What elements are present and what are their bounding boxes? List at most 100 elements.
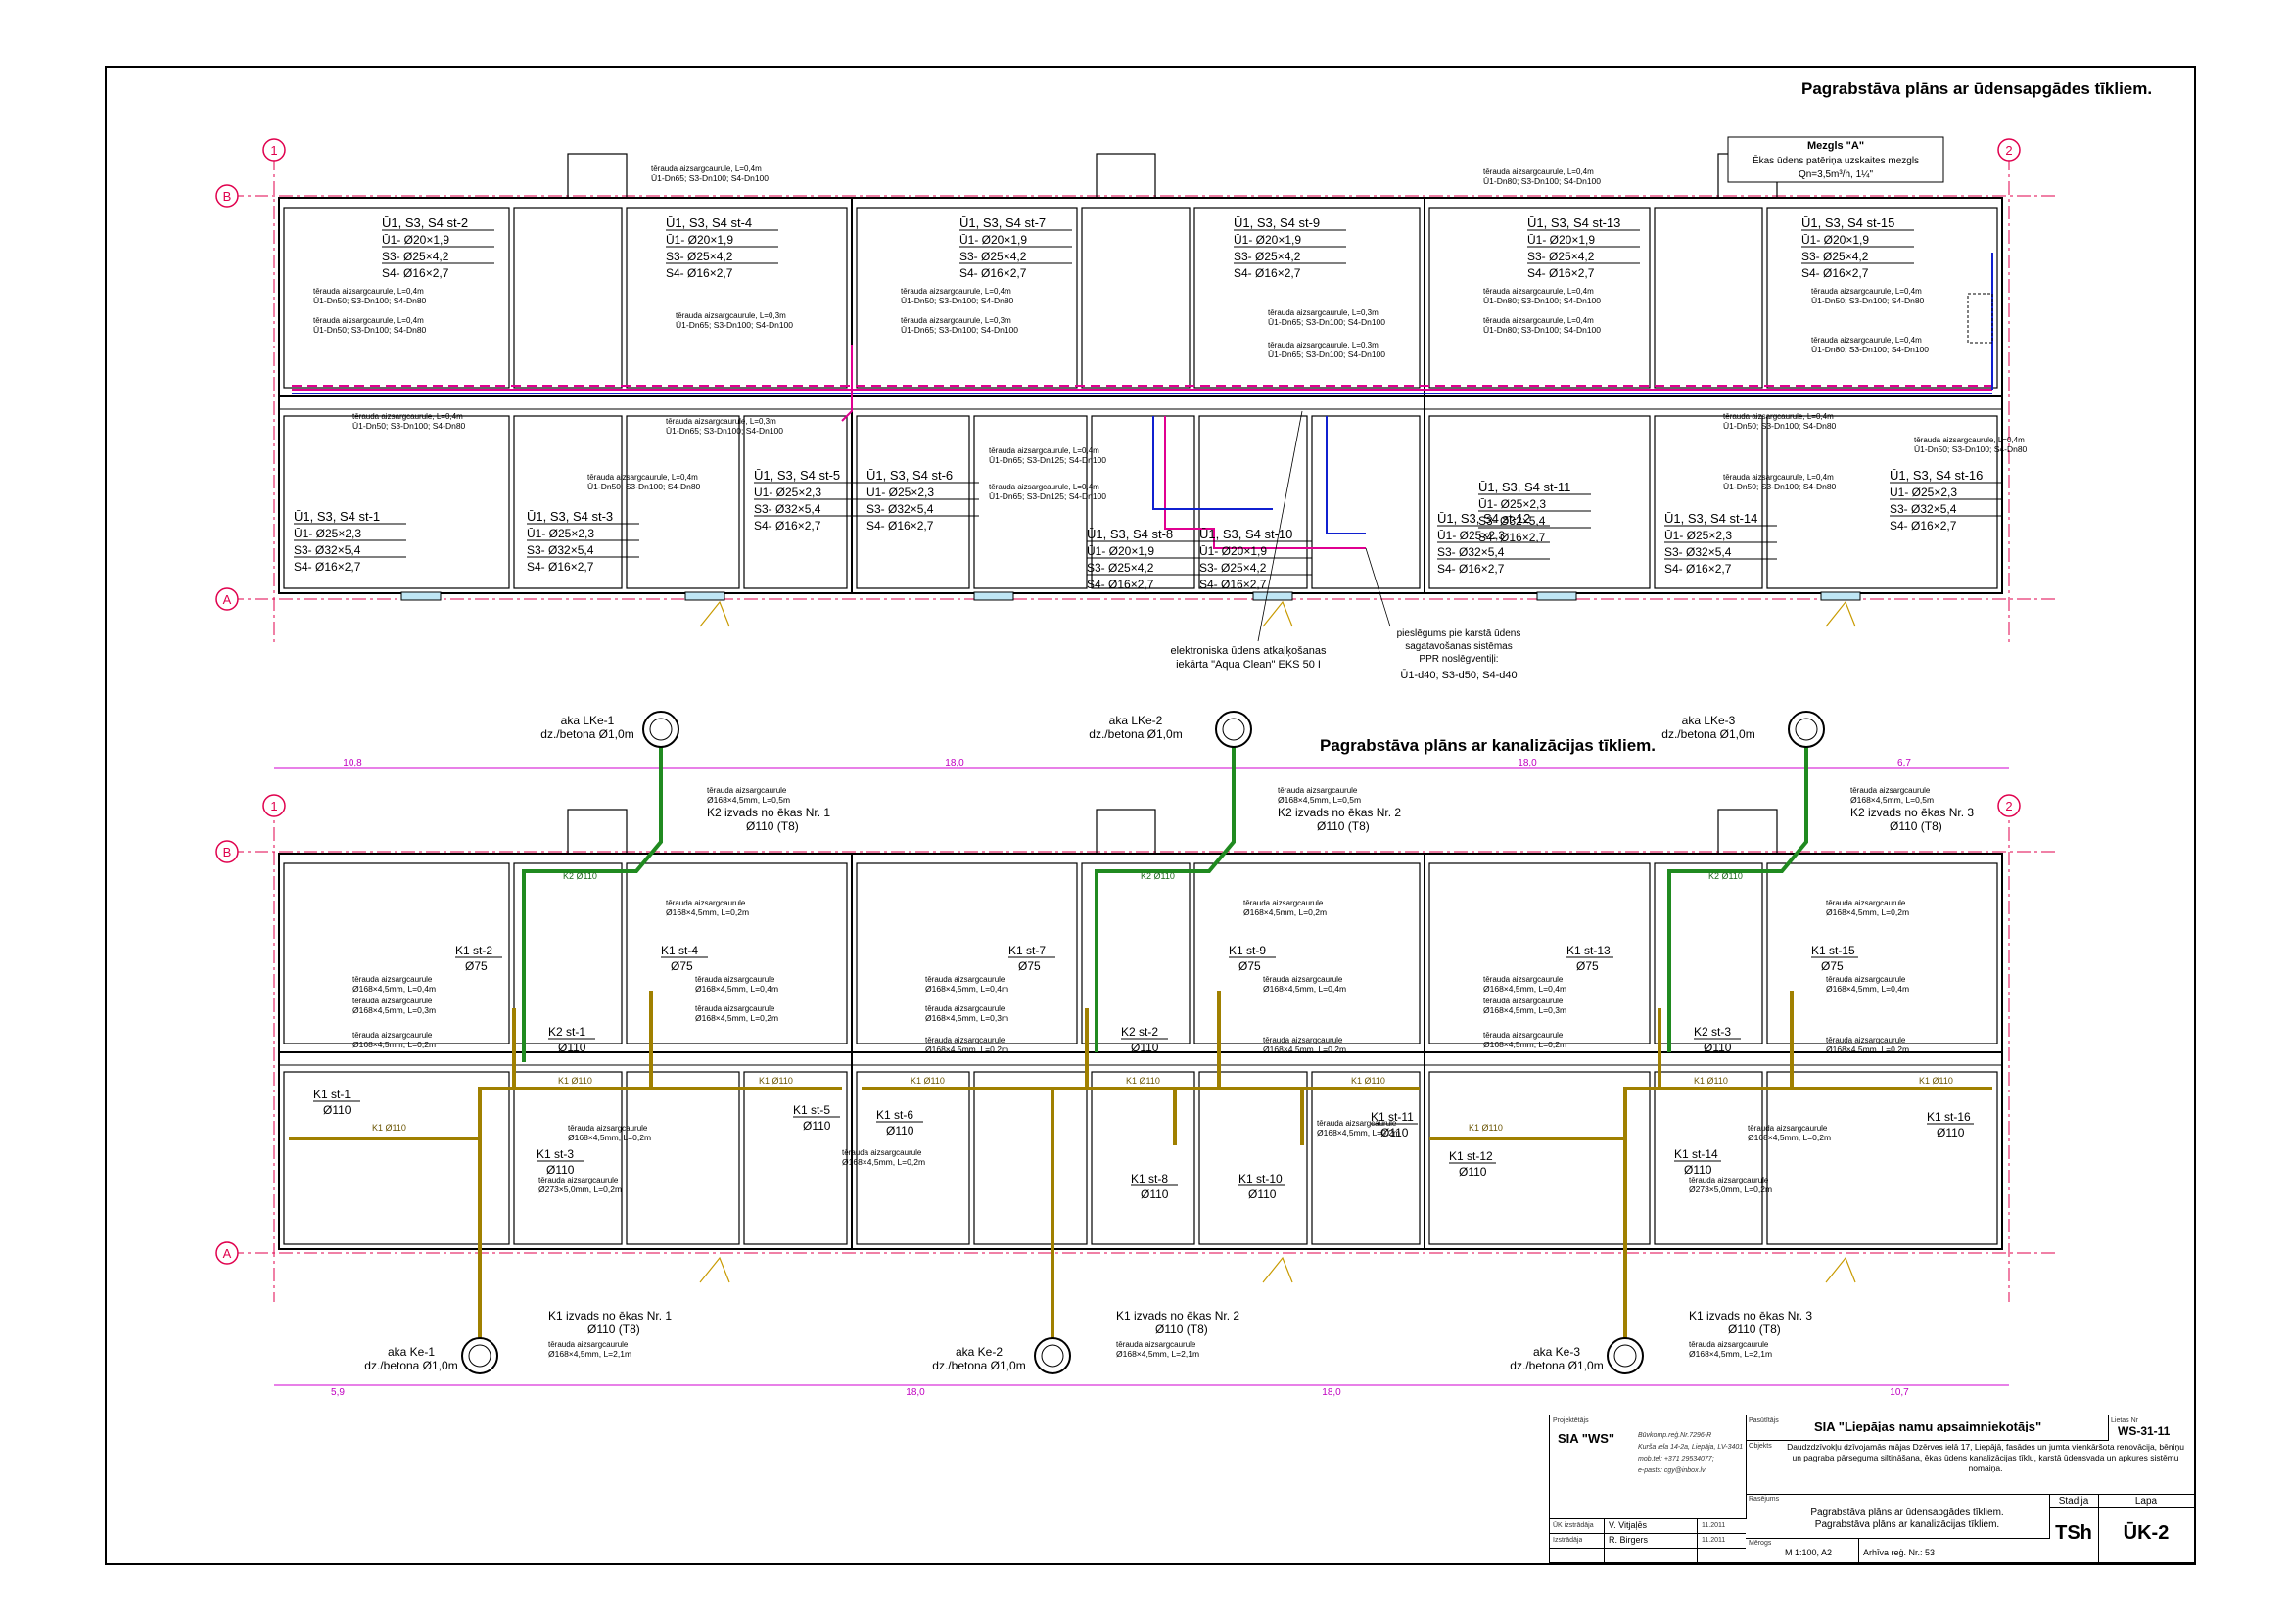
sleeve-note-line2: Ū1-Dn50; S3-Dn100; S4-Dn80 (352, 421, 466, 431)
riser-tag-row: Ū1- Ø25×2,3 (294, 527, 361, 540)
drawing-name-1: Pagrabstāva plāns ar ūdensapgādes tīklie… (1810, 1508, 2004, 1518)
sewer-riser-name: K2 st-1 (548, 1025, 585, 1039)
riser-tag-row: S3- Ø32×5,4 (1890, 502, 1957, 516)
riser-tag-name: Ū1, S3, S4 st-2 (382, 215, 468, 230)
riser-tag-row: S3- Ø32×5,4 (866, 502, 934, 516)
sewer-sleeve-line1: tērauda aizsargcaurule (1826, 899, 1906, 907)
sewer-sleeve-line1: tērauda aizsargcaurule (1748, 1124, 1828, 1133)
hot-water-note-line3: PPR noslēgventiļi: (1419, 654, 1498, 665)
hot-water-note-line4: Ū1-d40; S3-d50; S4-d40 (1400, 670, 1517, 681)
well-inner-circle (1222, 718, 1245, 741)
riser-tag-row: Ū1- Ø20×1,9 (382, 233, 449, 247)
client-cell: Pasūtītājs SIA "Liepājas namu apsaimniek… (1746, 1415, 2109, 1441)
water-plan: 1 2 B A (215, 136, 2056, 681)
sewer-riser-dia: Ø110 (1131, 1041, 1159, 1054)
sewer-riser-name: K1 st-5 (793, 1103, 830, 1117)
axis-marker-b-lower (215, 840, 239, 863)
sewer-sleeve-line2: Ø168×4,5mm, L=0,3m (1483, 1005, 1566, 1015)
sewer-riser-name: K1 st-2 (455, 944, 492, 957)
axis-marker-2-lower (1997, 794, 2021, 817)
sewer-sleeve-line1: tērauda aizsargcaurule (1263, 1036, 1343, 1044)
riser-tag-row: S3- Ø25×4,2 (1199, 561, 1267, 575)
riser-tag-row: Ū1- Ø25×2,3 (527, 527, 594, 540)
sleeve-note-line1: tērauda aizsargcaurule, L=0,4m (1483, 287, 1594, 296)
sewer-sleeve-line2: Ø168×4,5mm, L=0,2m (842, 1157, 925, 1167)
sewer-sleeve-line1: tērauda aizsargcaurule (925, 1036, 1005, 1044)
riser-tag-row: Ū1- Ø20×1,9 (1234, 233, 1301, 247)
sewer-riser-name: K1 st-4 (661, 944, 698, 957)
well-spec: dz./betona Ø1,0m (1510, 1359, 1603, 1372)
sewer-sleeve-line2: Ø168×4,5mm, L=0,2m (1243, 907, 1327, 917)
sleeve-note-line1: tērauda aizsargcaurule, L=0,4m (1811, 287, 1922, 296)
sewer-riser-name: K1 st-16 (1927, 1110, 1971, 1124)
riser-tag-row: S4- Ø16×2,7 (527, 560, 594, 574)
riser-tag-row: Ū1- Ø20×1,9 (1199, 544, 1267, 558)
hot-water-note: pieslēgums pie karstā ūdens sagatavošana… (1365, 547, 1520, 681)
sleeve-note-line1: tērauda aizsargcaurule, L=0,4m (313, 316, 424, 325)
sewer-riser-name: K1 st-7 (1008, 944, 1046, 957)
sleeve-note-line1: tērauda aizsargcaurule, L=0,4m (989, 446, 1099, 455)
sleeve-note-line2: Ū1-Dn50; S3-Dn100; S4-Dn80 (1811, 296, 1925, 305)
pipe-label-k1: K1 Ø110 (558, 1076, 592, 1086)
softener-note-line1: elektroniska ūdens atkaļķošanas (1171, 645, 1327, 657)
sewer-sleeve-line2: Ø273×5,0mm, L=0,2m (538, 1184, 622, 1194)
sewer-riser-dia: Ø110 (1704, 1041, 1732, 1054)
sleeve-note-line1: tērauda aizsargcaurule, L=0,3m (666, 417, 776, 426)
well-name: aka LKe-1 (561, 714, 615, 727)
sleeve-note-line2: Ū1-Dn50; S3-Dn100; S4-Dn80 (313, 296, 427, 305)
riser-tag-row: S4- Ø16×2,7 (1478, 531, 1546, 544)
page-value: ŪK-2 (2123, 1522, 2170, 1544)
riser-tag-row: Ū1- Ø25×2,3 (1664, 529, 1732, 542)
axis-marker-1-lower (262, 794, 286, 817)
sewer-sleeve-line2: Ø168×4,5mm, L=0,3m (352, 1005, 436, 1015)
riser-tag: Ū1, S3, S4 st-6Ū1- Ø25×2,3S3- Ø32×5,4S4-… (866, 468, 979, 533)
riser-tag-name: Ū1, S3, S4 st-7 (959, 215, 1046, 230)
well-top: aka LKe-1dz./betona Ø1,0m (540, 711, 679, 748)
role-1: ŪK izstrādāja (1553, 1522, 1594, 1529)
k1-outlet-dia: Ø110 (T8) (1728, 1322, 1781, 1336)
axis-marker-a-lower (215, 1241, 239, 1265)
sewer-sleeve-line1: tērauda aizsargcaurule (1483, 997, 1564, 1005)
sewer-riser-name: K1 st-13 (1566, 944, 1611, 957)
k2-outlet-spec: Ø168×4,5mm, L=0,5m (1278, 795, 1361, 805)
riser-tag-row: Ū1- Ø25×2,3 (866, 486, 934, 499)
sewer-sleeve-line2: Ø168×4,5mm, L=0,2m (1483, 1040, 1566, 1049)
sewer-riser-dia: Ø110 (1937, 1126, 1965, 1139)
well-spec: dz./betona Ø1,0m (1089, 727, 1182, 741)
sewer-riser-dia: Ø110 (886, 1124, 914, 1137)
sewer-sleeve-line2: Ø168×4,5mm, L=0,2m (666, 907, 749, 917)
sewer-sleeve-line2: Ø168×4,5mm, L=0,3m (925, 1013, 1008, 1023)
sewer-riser-dia: Ø110 (1248, 1187, 1277, 1201)
designer-reg: Būvkomp.reģ.Nr.7296-R (1638, 1432, 1712, 1439)
sleeve-note-line2: Ū1-Dn65; S3-Dn100; S4-Dn100 (901, 325, 1018, 335)
designer-phone: mob.tel: +371 29534077; (1638, 1456, 1714, 1462)
sewer-riser-name: K1 st-11 (1371, 1110, 1414, 1124)
riser-tag: Ū1, S3, S4 st-8Ū1- Ø20×1,9S3- Ø25×4,2S4-… (1087, 527, 1199, 591)
well-bottom: aka Ke-2dz./betona Ø1,0m (932, 1337, 1071, 1374)
pipe-label-k2: K2 Ø110 (1708, 871, 1743, 881)
axis-marker-2 (1997, 138, 2021, 162)
well-name: aka Ke-3 (1533, 1345, 1580, 1359)
client-name: SIA "Liepājas namu apsaimniekotājs" (1814, 1421, 2042, 1432)
